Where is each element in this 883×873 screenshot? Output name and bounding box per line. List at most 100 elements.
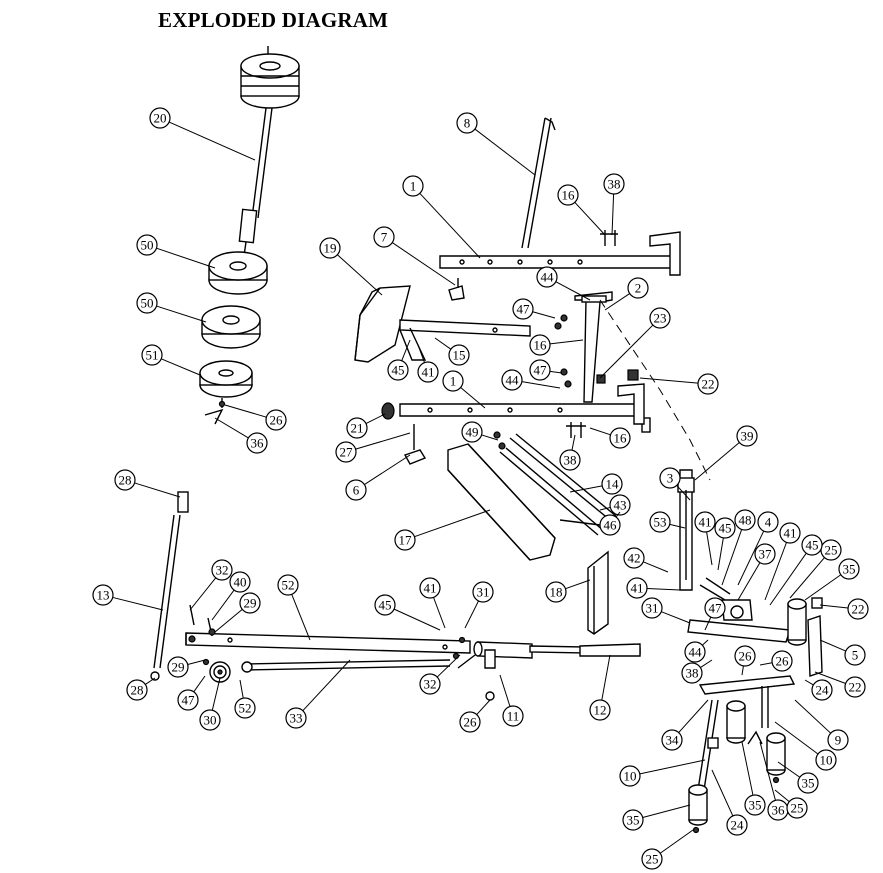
callout-c22b: 22 [819, 598, 869, 620]
callout-bubble [234, 697, 256, 719]
callout-number: 22 [852, 602, 865, 617]
callout-number: 44 [541, 270, 555, 285]
crossbar-5 [807, 597, 823, 677]
leader-line [639, 759, 706, 775]
roller-35-upper [787, 598, 807, 646]
callout-number: 23 [654, 311, 667, 326]
callout-bubble [419, 577, 441, 599]
callout-c22a: 22 [639, 373, 719, 395]
callout-bubble [641, 848, 663, 870]
foot-crossbar-9 [698, 675, 796, 728]
callout-number: 30 [204, 713, 217, 728]
callout-bubble [744, 794, 766, 816]
callout-bubble [211, 559, 233, 581]
weight-plate-51 [199, 360, 253, 425]
frame-tube-1-lower [381, 383, 645, 425]
foot-bar-10 [697, 699, 719, 791]
callout-number: 35 [843, 562, 856, 577]
leader-line [401, 339, 411, 361]
leader-line [214, 417, 249, 439]
leader-line [291, 594, 311, 641]
callout-bubble [844, 676, 866, 698]
leader-line [789, 557, 825, 599]
leader-line [364, 454, 411, 485]
leader-line [804, 574, 842, 601]
callout-c50a: 50 [136, 234, 216, 269]
callout-c36a: 36 [214, 417, 268, 454]
callout-number: 12 [594, 703, 607, 718]
callout-number: 10 [624, 769, 637, 784]
callout-bubble [246, 432, 268, 454]
leader-line [193, 675, 206, 693]
leader-line [599, 324, 654, 379]
roller-35-right [766, 732, 786, 776]
callout-bubble [801, 534, 823, 556]
callout-bubble [786, 797, 808, 819]
leader-line [302, 659, 351, 712]
leader-line [414, 509, 491, 538]
callout-c24a: 24 [804, 679, 833, 701]
callout-c16a: 16 [557, 184, 606, 236]
callout-c38b: 38 [559, 434, 581, 471]
callout-bubble [659, 467, 681, 489]
leader-line [604, 293, 630, 311]
callout-number: 16 [614, 431, 628, 446]
callout-number: 40 [234, 575, 247, 590]
leader-line [532, 311, 556, 319]
callout-number: 3 [667, 471, 674, 486]
callout-bubble [529, 334, 551, 356]
callout-number: 45 [806, 538, 819, 553]
callout-number: 25 [825, 543, 838, 558]
callout-number: 47 [517, 302, 531, 317]
callout-c12: 12 [589, 654, 611, 721]
leader-line [214, 608, 243, 633]
callout-c19: 19 [319, 237, 383, 296]
callout-c37: 37 [737, 543, 776, 601]
callout-c47b: 47 [529, 359, 563, 381]
callout-number: 51 [146, 348, 159, 363]
callout-c4: 4 [737, 511, 779, 586]
bushings-22-23 [596, 369, 651, 433]
callout-c22c: 22 [814, 671, 866, 698]
callout-c13: 13 [92, 584, 164, 611]
pulley-30 [209, 661, 231, 683]
callout-c11: 11 [499, 674, 524, 727]
callout-bubble [847, 598, 869, 620]
seat-pad-19 [354, 285, 411, 363]
seat-rails-14 [499, 433, 617, 536]
callout-c28b: 28 [126, 677, 156, 701]
callout-c38c: 38 [681, 659, 713, 684]
callout-c44b: 44 [501, 369, 561, 391]
callout-bubble [239, 592, 261, 614]
leader-line [555, 281, 591, 301]
leader-line [112, 596, 164, 611]
callout-bubble [623, 547, 645, 569]
callout-c43: 43 [599, 494, 631, 516]
callout-bubble [603, 173, 625, 195]
callout-c25b: 25 [774, 789, 808, 819]
leader-line [661, 611, 691, 624]
leader-line [161, 358, 201, 376]
callout-c3: 3 [659, 467, 691, 501]
callout-bubble [797, 772, 819, 794]
leader-line [711, 769, 734, 817]
seat-pad-17 [447, 443, 556, 561]
callout-bubble [512, 298, 534, 320]
callout-c36b: 36 [759, 741, 789, 821]
callout-c41c: 41 [764, 522, 801, 601]
callout-bubble [459, 711, 481, 733]
callout-number: 33 [290, 711, 303, 726]
callout-number: 46 [604, 518, 618, 533]
upright-3 [677, 469, 695, 591]
leader-line [642, 804, 691, 818]
callout-number: 26 [739, 649, 753, 664]
callout-number: 4 [765, 515, 772, 530]
callout-c44c: 44 [684, 639, 709, 663]
callout-c16b: 16 [529, 334, 584, 356]
leader-line [737, 530, 765, 586]
leader-line [659, 829, 694, 854]
callout-c23: 23 [599, 307, 671, 379]
center-column-2 [554, 291, 613, 403]
callout-bubble [373, 226, 395, 248]
